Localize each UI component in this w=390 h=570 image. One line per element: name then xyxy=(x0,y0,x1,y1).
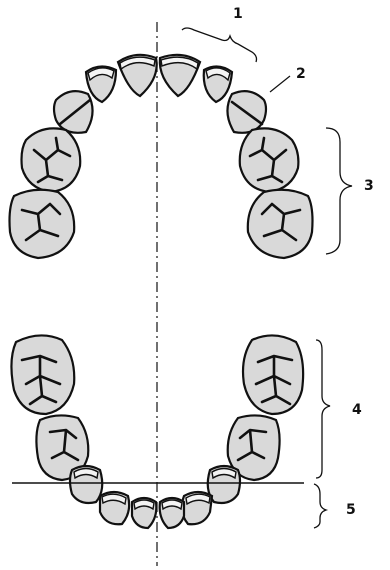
bracket-5 xyxy=(313,483,329,529)
label-1: 1 xyxy=(233,6,243,22)
lower-canine-left xyxy=(68,464,104,505)
label-5: 5 xyxy=(346,502,356,518)
upper-central-incisor-left xyxy=(116,53,158,98)
upper-central-incisor-right xyxy=(158,53,202,98)
upper-canine-left xyxy=(52,89,94,134)
bracket-4 xyxy=(315,339,331,479)
upper-lateral-incisor-right xyxy=(202,65,234,104)
lower-arch xyxy=(10,334,305,530)
upper-first-molar-right xyxy=(238,127,300,194)
upper-arch xyxy=(8,53,314,260)
lower-central-incisor-left xyxy=(130,496,158,530)
bracket-1 xyxy=(181,27,258,63)
lower-first-molar-right xyxy=(226,414,281,482)
label-3: 3 xyxy=(364,178,374,194)
upper-canine-right xyxy=(226,89,268,134)
upper-first-molar-left xyxy=(20,127,82,194)
upper-second-molar-left xyxy=(8,188,76,260)
lower-second-molar-right xyxy=(241,334,305,416)
bracket-3 xyxy=(325,127,353,255)
leader-2 xyxy=(269,75,291,93)
lower-lateral-incisor-right xyxy=(180,490,214,526)
upper-second-molar-right xyxy=(246,188,314,260)
lower-second-molar-left xyxy=(10,334,76,416)
lower-lateral-incisor-left xyxy=(98,490,131,526)
label-4: 4 xyxy=(352,402,362,418)
lower-canine-right xyxy=(206,464,242,505)
label-2: 2 xyxy=(296,66,306,82)
lower-central-incisor-right xyxy=(158,496,186,530)
upper-lateral-incisor-left xyxy=(84,65,118,104)
